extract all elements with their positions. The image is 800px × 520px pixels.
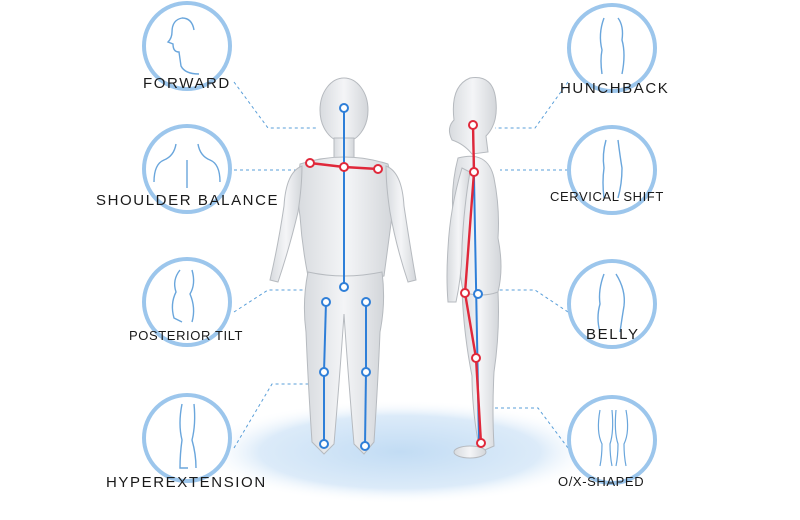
connector-hunchback [495,81,569,129]
label-posterior-tilt: POSTERIOR TILT [129,328,244,343]
circle-forward [142,1,232,91]
circle-cervical [567,125,657,215]
label-ox-shaped: O/X-SHAPED [558,474,645,489]
label-belly: BELLY [586,326,640,343]
label-hunchback: HUNCHBACK [560,80,670,97]
pelvis-side-icon [171,269,195,323]
connector-ox [490,407,569,449]
circle-shoulder [142,124,232,214]
connectors [233,81,569,449]
label-shoulder-balance: SHOULDER BALANCE [96,192,280,209]
front-points [305,103,383,451]
connector-posterior [233,289,318,313]
hunchback-icon [599,17,625,75]
connector-hyperextension [233,383,318,449]
label-forward: FORWARD [143,75,231,92]
circle-belly [567,259,657,349]
connector-belly [488,289,569,313]
shoulders-back-icon [153,143,221,188]
leg-side-icon [179,403,197,469]
cervical-icon [602,139,623,199]
circle-ox [567,395,657,485]
side-points [460,120,486,448]
label-hyperextension: HYPEREXTENSION [106,474,267,491]
belly-icon [597,273,626,333]
circle-posterior [142,257,232,347]
head-profile-icon [166,17,200,75]
platform [200,400,600,504]
connector-forward [233,81,318,129]
circle-hyperextension [142,393,232,483]
circle-hunchback [567,3,657,93]
legs-front-icon [597,409,629,467]
label-cervical-shift: CERVICAL SHIFT [550,189,664,204]
